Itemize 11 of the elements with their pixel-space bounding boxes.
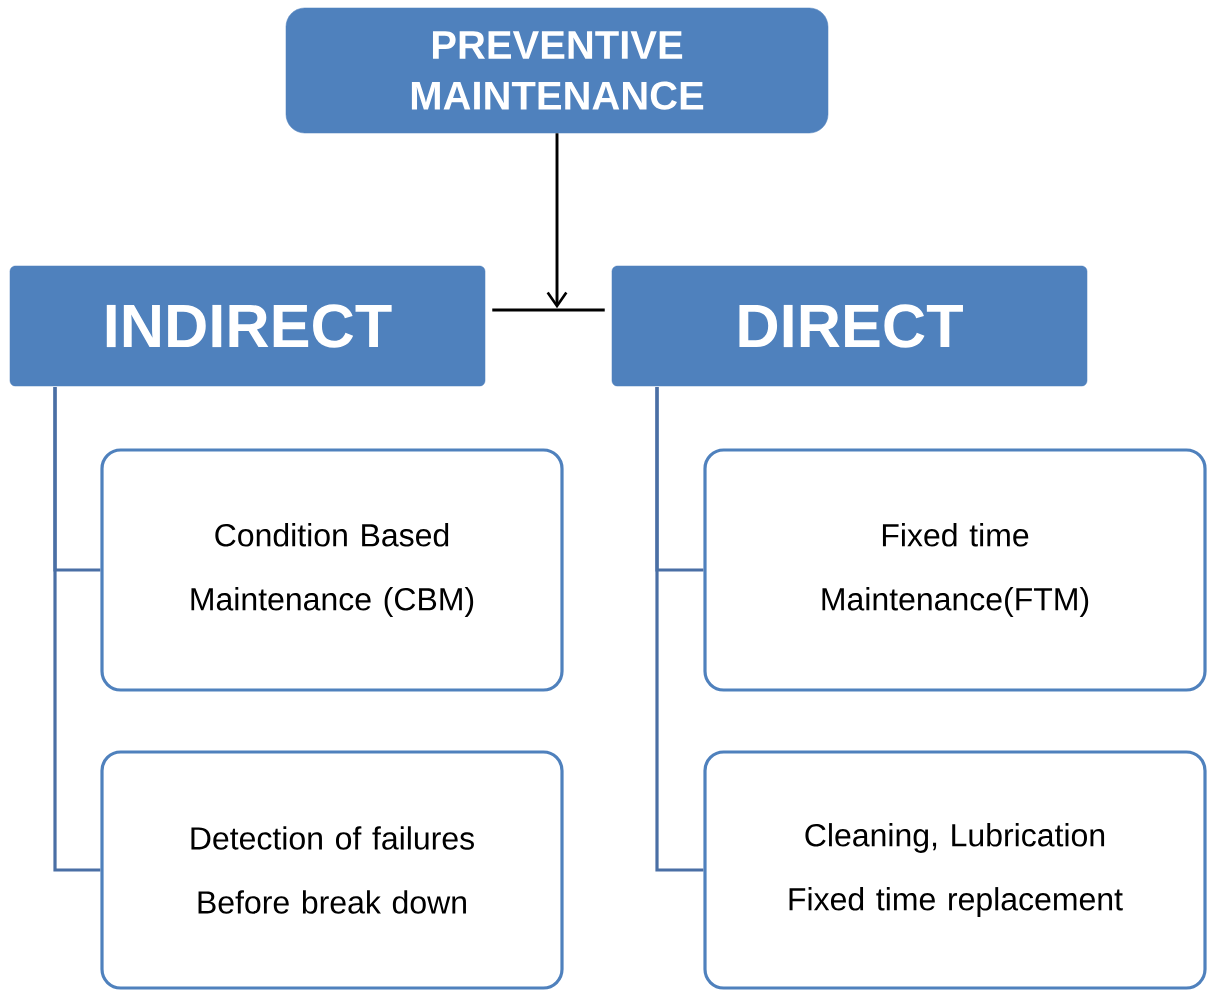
process-box: Detection of failures Before break down xyxy=(100,750,564,990)
connector-line xyxy=(655,387,704,872)
connector-line xyxy=(492,308,605,312)
process-box: Fixed time Maintenance(FTM) xyxy=(703,448,1207,692)
connector-line xyxy=(53,387,101,872)
category-box: INDIRECT xyxy=(9,265,486,387)
arrow xyxy=(546,133,568,309)
process-box: Condition Based Maintenance (CBM) xyxy=(100,448,564,692)
title-box: PREVENTIVE MAINTENANCE xyxy=(285,7,829,134)
process-box: Cleaning, Lubrication Fixed time replacement xyxy=(703,750,1207,990)
category-box: DIRECT xyxy=(611,265,1088,387)
